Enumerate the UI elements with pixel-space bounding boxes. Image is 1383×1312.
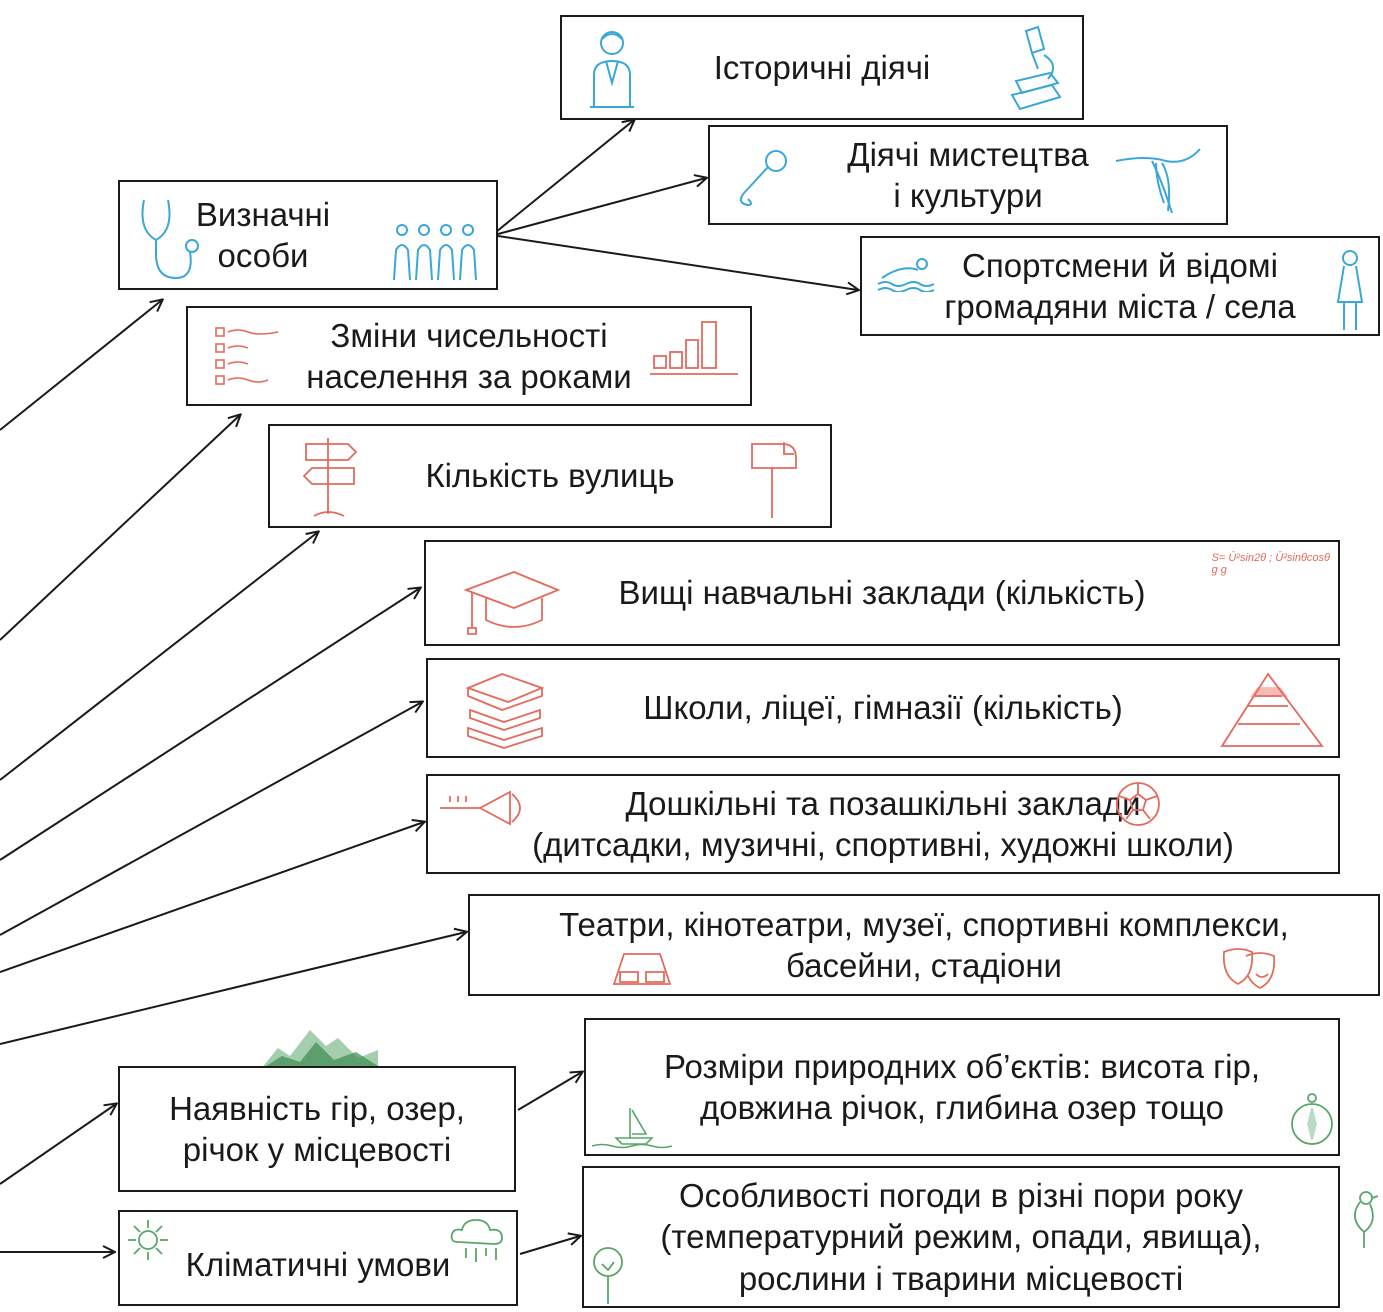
books-stack-icon (465, 673, 545, 749)
microscope-icon (1010, 25, 1062, 111)
theatre-masks-icon (1222, 948, 1276, 990)
arrow-to-theatres (0, 932, 466, 1045)
microphone-icon (739, 150, 787, 207)
arrow-to-universities (0, 588, 420, 861)
box-historic-figures: Історичні діячі (560, 15, 1084, 120)
scientist-icon (590, 31, 634, 108)
notable-label-line1: Визначні (195, 195, 331, 233)
theatres-label-line2: басейни, стадіони (786, 947, 1062, 984)
arrow-to-preschool (0, 822, 424, 973)
weather-label-line3: рослини і тварини місцевості (738, 1259, 1184, 1297)
tree-icon (593, 1247, 623, 1304)
woman-icon (1336, 250, 1364, 330)
box-preschool-extracurricular: Дошкільні та позашкільні заклади (дитсадк… (426, 774, 1340, 874)
historic-figures-label: Історичні діячі (713, 48, 931, 86)
arrow-nature-to-sizes (517, 1072, 582, 1111)
box-mountains-lakes-rivers: Наявність гір, озер, річок у місцевості (118, 1066, 516, 1192)
3d-glasses-icon (612, 953, 672, 985)
checklist-icon (215, 327, 279, 385)
arrow-to-schools (0, 702, 422, 936)
box-universities: Вищі навчальні заклади (кількість) S= Ū²… (424, 540, 1340, 646)
box-natural-object-sizes: Розміри природних об’єктів: висота гір, д… (584, 1018, 1340, 1156)
climate-label: Кліматичні умови (185, 1246, 451, 1284)
sun-icon (128, 1220, 168, 1260)
nature-label-line1: Наявність гір, озер, (169, 1089, 465, 1127)
arrow-to-nature (0, 1104, 116, 1185)
box-notable-people: Визначні особи (118, 180, 498, 290)
weather-label-line1: Особливості погоди в різні пори року (678, 1177, 1244, 1215)
theatres-label-line1: Театри, кінотеатри, музеї, спортивні ком… (559, 905, 1289, 943)
rain-cloud-icon (450, 1219, 503, 1262)
box-athletes-citizens: Спортсмени й відомі громадяни міста / сел… (860, 236, 1380, 336)
bar-chart-icon (650, 321, 738, 375)
box-population-changes: Зміни чисельності населення за роками (186, 306, 752, 406)
dancer-icon (1115, 148, 1201, 214)
graduation-cap-icon (463, 571, 561, 635)
soccer-ball-icon (1116, 782, 1160, 826)
population-label-line1: Зміни чисельності (330, 316, 608, 354)
sailboat-icon (591, 1108, 673, 1149)
mountains-icon (260, 1030, 378, 1070)
arrow-to-population (0, 415, 240, 641)
arrow-to-art (497, 178, 706, 235)
streets-label: Кількість вулиць (425, 457, 675, 495)
stethoscope-icon (141, 199, 199, 280)
sport-label-line1: Спортсмени й відомі (962, 246, 1278, 284)
signpost-icon (302, 438, 358, 517)
trumpet-icon (440, 790, 521, 826)
notable-label-line2: особи (217, 237, 309, 274)
sport-label-line2: громадяни міста / села (944, 288, 1296, 325)
art-label-line2: і культури (893, 177, 1043, 214)
arrow-to-notable (0, 300, 162, 431)
swimmer-icon (877, 258, 935, 292)
sizes-label-line2: довжина річок, глибина озер тощо (700, 1089, 1224, 1126)
box-streets-count: Кількість вулиць (268, 424, 832, 528)
universities-label: Вищі навчальні заклади (кількість) (618, 574, 1146, 612)
preschool-label-line1: Дошкільні та позашкільні заклади (625, 784, 1141, 822)
arrow-to-streets (0, 532, 318, 781)
arrow-to-sport (497, 235, 858, 290)
nature-label-line2: річок у місцевості (182, 1131, 452, 1168)
pyramid-icon (1220, 672, 1324, 747)
schools-label: Школи, ліцеї, гімназії (кількість) (643, 689, 1123, 727)
box-art-culture-figures: Діячі мистецтва і культури (708, 125, 1228, 225)
box-climate-conditions: Кліматичні умови (118, 1210, 518, 1306)
box-weather-features: Особливості погоди в різні пори року(тем… (582, 1166, 1379, 1308)
box-theatres-museums: Театри, кінотеатри, музеї, спортивні ком… (468, 894, 1380, 996)
art-label-line1: Діячі мистецтва (847, 135, 1089, 173)
preschool-label-line2: (дитсадки, музичні, спортивні, художні ш… (532, 826, 1234, 863)
physics-formula: S= Ū²sin2θ ; Ū²sinθcosθ g g (1211, 552, 1330, 577)
population-label-line2: населення за роками (306, 358, 632, 395)
mailbox-icon (751, 442, 797, 518)
box-schools: Школи, ліцеї, гімназії (кількість) (426, 658, 1340, 758)
weather-label-line2: (температурний режим, опади, явища), (660, 1218, 1262, 1256)
arrow-to-historic (495, 120, 634, 233)
bird-icon (1354, 1191, 1379, 1248)
arrow-climate-to-weather (519, 1236, 580, 1255)
compass-icon (1291, 1093, 1333, 1145)
people-group-icon (393, 224, 477, 281)
sizes-label-line1: Розміри природних об’єктів: висота гір, (663, 1047, 1261, 1085)
